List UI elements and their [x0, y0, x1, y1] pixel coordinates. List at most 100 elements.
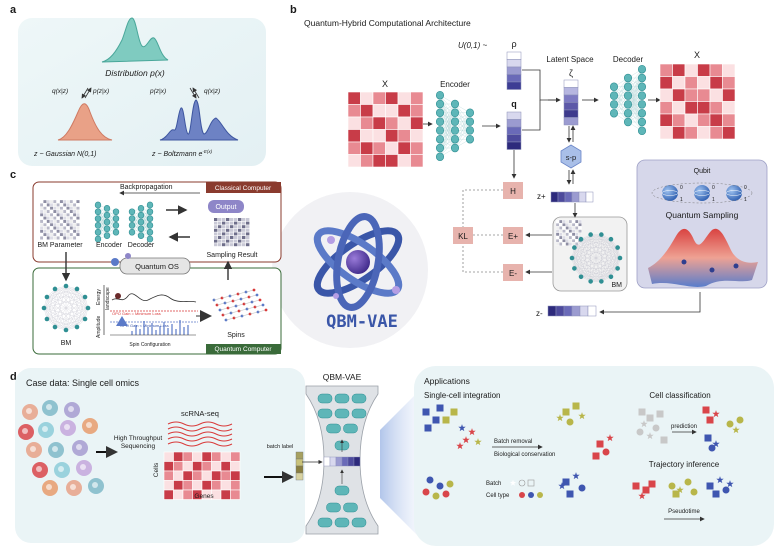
grid-cell: [555, 232, 560, 237]
cell-cluster: [18, 400, 104, 496]
grid-cell: [43, 213, 47, 217]
sampling-result-cell: [234, 239, 238, 243]
sampling-result-cell: [222, 218, 226, 221]
heatmap-cell: [182, 451, 193, 462]
spin-configuration-label: Spin Configuration: [129, 342, 170, 348]
scatter-square: [672, 490, 680, 498]
grid-cell: [66, 219, 70, 224]
nn-node: [637, 64, 647, 74]
grid-cell: [43, 199, 47, 204]
grid-cell: [69, 226, 74, 230]
nn-node: [435, 126, 445, 135]
grid-cell: [46, 209, 51, 214]
heatmap-cell: [182, 461, 193, 472]
grid-cell: [49, 222, 54, 227]
grid-cell: [568, 239, 573, 243]
batch-bar-cell: [295, 465, 304, 474]
hourglass-layer-node: [334, 393, 350, 404]
bm-node: [608, 274, 614, 280]
grid-cell: [46, 229, 51, 234]
scatter-square: [566, 490, 574, 498]
grid-cell: [69, 209, 74, 214]
grid-cell: [571, 219, 576, 224]
grid-cell: [72, 206, 77, 211]
nn-node: [450, 134, 460, 144]
heatmap-cell: [397, 129, 411, 143]
bm-edge: [610, 247, 618, 277]
opo-gain-equal-label: OPO Gain = Minimum Loss: [112, 311, 161, 316]
panel-a: a Distribution p(x) q(x|z) p(z|x) p(z|x)…: [10, 4, 266, 166]
backprop-label: Backpropagation: [120, 184, 173, 191]
nn-node: [465, 108, 475, 118]
vector-cell: [585, 191, 594, 203]
grid-cell: [562, 226, 566, 230]
cell-nucleus: [30, 446, 36, 452]
grid-cell: [571, 235, 576, 240]
amplitude-arrow-up: [116, 316, 128, 326]
scatter-square: [572, 402, 580, 410]
scatter-circle: [422, 488, 430, 496]
scatter-square: [450, 408, 458, 416]
heatmap-cell: [684, 126, 698, 140]
scatter-square: [646, 414, 654, 422]
heatmap-cell: [697, 76, 711, 90]
grid-cell: [559, 239, 563, 243]
boltzmann-label-base: z ~ Boltzmann e: [151, 151, 202, 158]
boltzmann-curve: [159, 99, 239, 141]
heatmap-cell: [220, 480, 231, 491]
bm-node: [615, 245, 620, 250]
bm-edge: [574, 239, 612, 269]
cell-type-legend-label: Cell type: [486, 493, 510, 499]
scatter-square: [424, 424, 432, 432]
heatmap-cell: [397, 104, 411, 118]
grid-cell: [571, 229, 576, 233]
bm-node: [578, 274, 584, 280]
grid-cell: [571, 226, 576, 230]
vector-cell: [578, 191, 587, 203]
sampling-result-cell: [222, 221, 226, 225]
bm-node: [572, 245, 577, 250]
heatmap-cell: [410, 91, 424, 105]
scatter-square: [442, 416, 450, 424]
heatmap-cell: [385, 129, 399, 143]
nn-node: [146, 215, 154, 222]
quantum-computer-tag: [206, 344, 281, 354]
batch-legend-square: [527, 479, 535, 487]
encoder-label: Encoder: [440, 80, 470, 89]
heatmap-cell: [372, 104, 386, 118]
grid-cell: [562, 229, 566, 233]
heatmap-cell: [722, 63, 736, 77]
grid-cell: [59, 236, 64, 240]
nn-node: [128, 228, 136, 236]
heatmap-cell: [360, 129, 374, 143]
projection-funnel: [380, 390, 420, 538]
grid-cell: [53, 222, 57, 227]
qbmvae-title: QBM-VAE: [323, 372, 362, 382]
cell-nucleus: [46, 404, 52, 410]
cell-nucleus: [52, 446, 58, 452]
rna-strands: [167, 421, 233, 447]
vector-cell: [563, 94, 579, 103]
grid-cell: [571, 239, 576, 243]
output-button: [208, 200, 244, 213]
heatmap-cell: [347, 116, 361, 130]
sampling-result-cell: [246, 225, 250, 229]
grid-cell: [53, 229, 57, 234]
bm-edge: [574, 247, 602, 282]
vector-cell: [564, 191, 573, 203]
heatmap-cell: [659, 101, 673, 115]
sampling-result-cell: [222, 228, 226, 232]
cell-type-legend-symbols: [519, 492, 543, 498]
heatmap-cell: [722, 126, 736, 140]
right-up-arrow: [192, 87, 200, 99]
grid-cell: [562, 239, 566, 243]
logo-orbit-1: [313, 227, 403, 297]
batch-label-bar: [295, 451, 304, 481]
nn-node: [137, 205, 145, 212]
nn-node: [137, 211, 145, 219]
bm-edge: [571, 234, 591, 259]
grid-cell: [562, 242, 566, 246]
grid-cell: [76, 219, 80, 224]
grid-cell: [559, 226, 563, 230]
